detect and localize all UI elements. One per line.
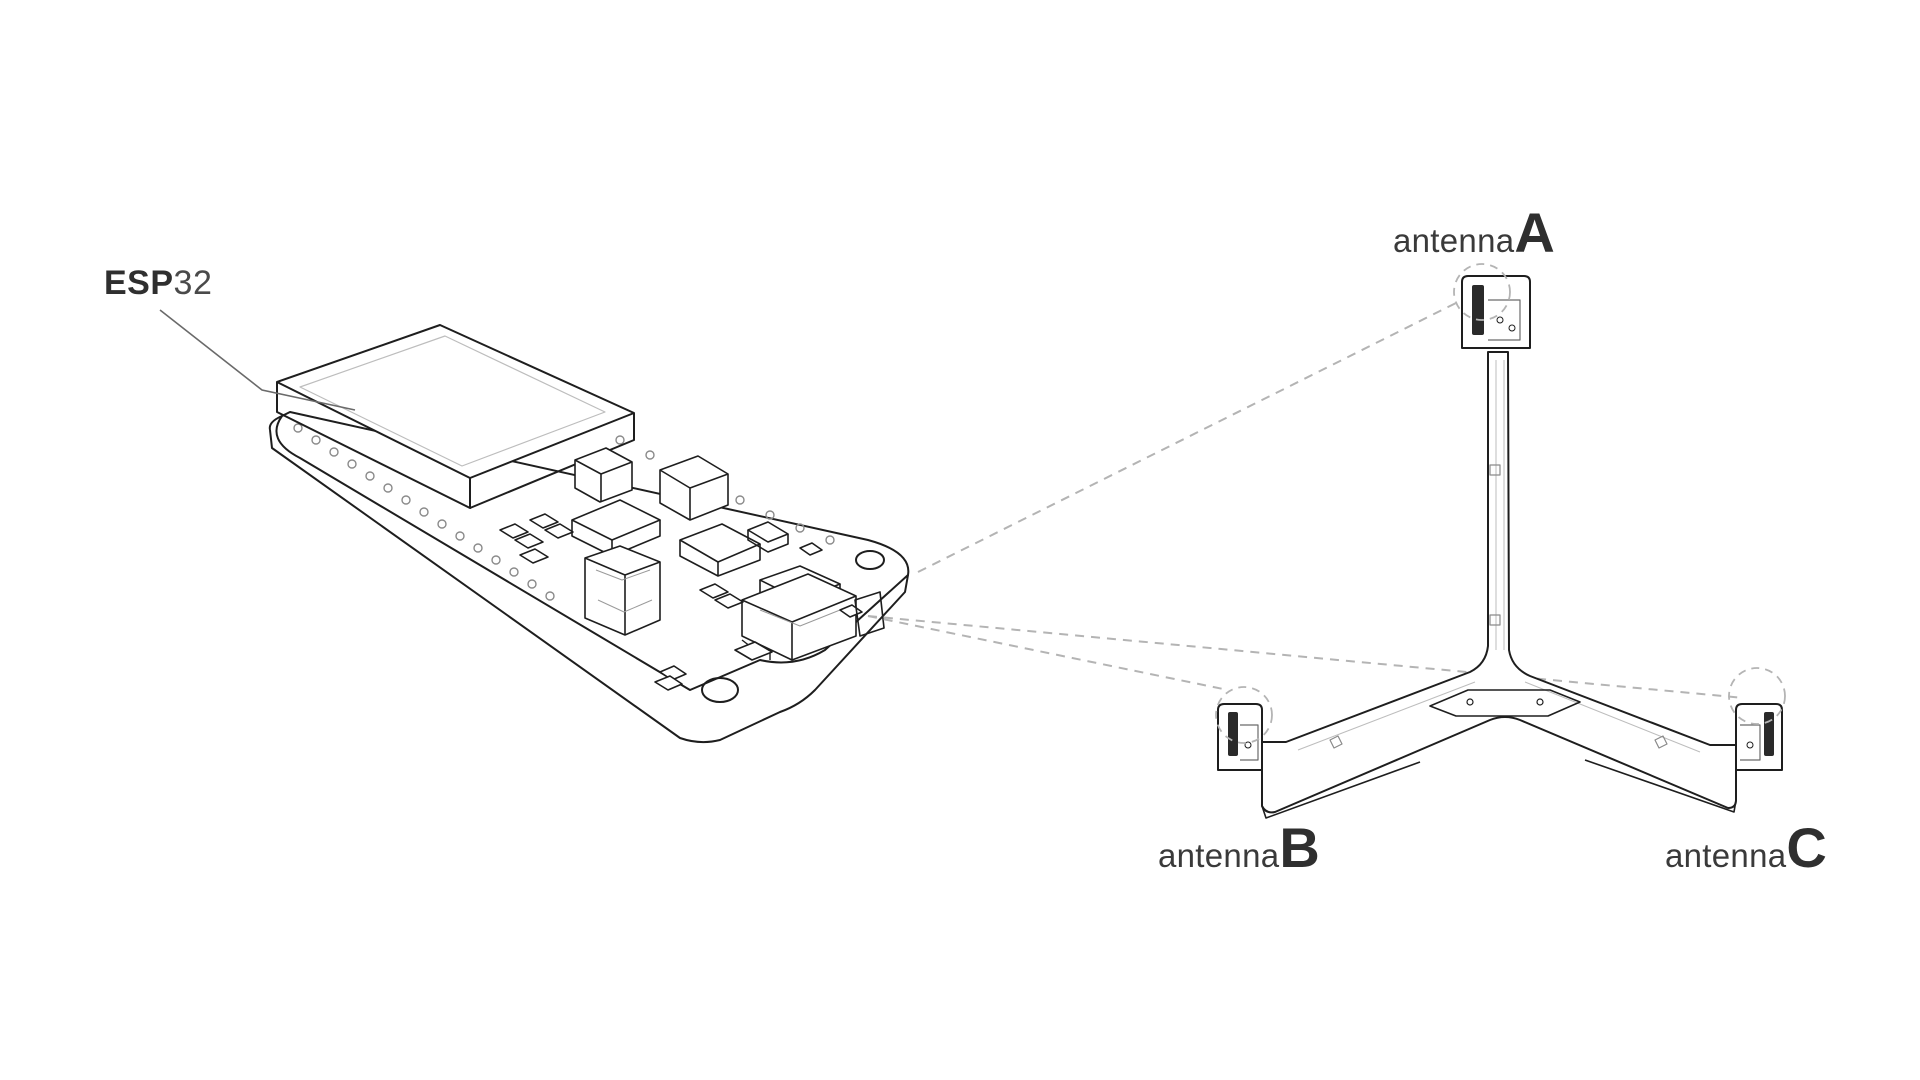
components — [499, 447, 863, 691]
line-to-antenna-c — [867, 615, 1745, 699]
antenna-b-letter: B — [1279, 816, 1320, 879]
antenna-stand — [1215, 263, 1786, 819]
antenna-a-highlight — [1453, 263, 1511, 321]
antenna-c-highlight — [1728, 667, 1786, 725]
antenna-c-letter: C — [1786, 816, 1827, 879]
esp32-label-light: 32 — [173, 264, 213, 302]
antenna-a-prefix: antenna — [1393, 222, 1515, 259]
esp32-label: ESP32 — [104, 266, 212, 300]
usb-connector — [854, 591, 885, 637]
antenna-c-mount — [1735, 703, 1783, 771]
esp32-leader-line — [159, 309, 356, 411]
antenna-a-letter: A — [1514, 201, 1555, 264]
antenna-b-mount — [1217, 703, 1263, 771]
antenna-b-prefix: antenna — [1158, 837, 1280, 874]
esp32-label-bold: ESP — [104, 264, 174, 302]
mount-hole — [855, 550, 885, 570]
board-edge — [269, 429, 909, 744]
antenna-a-mount — [1461, 275, 1531, 349]
esp32-board — [268, 324, 910, 744]
line-to-antenna-b — [867, 615, 1229, 691]
stand-body — [1261, 351, 1737, 814]
center-plate — [1429, 689, 1581, 717]
antenna-b-highlight — [1215, 686, 1273, 744]
antenna-a-label: antennaA — [1393, 205, 1555, 261]
antenna-c-prefix: antenna — [1665, 837, 1787, 874]
antenna-c-label: antennaC — [1665, 820, 1827, 876]
connection-lines — [867, 299, 1745, 699]
mount-hole — [701, 677, 739, 703]
esp32-module — [276, 324, 635, 509]
line-to-antenna-a — [917, 299, 1463, 573]
antenna-b-label: antennaB — [1158, 820, 1320, 876]
